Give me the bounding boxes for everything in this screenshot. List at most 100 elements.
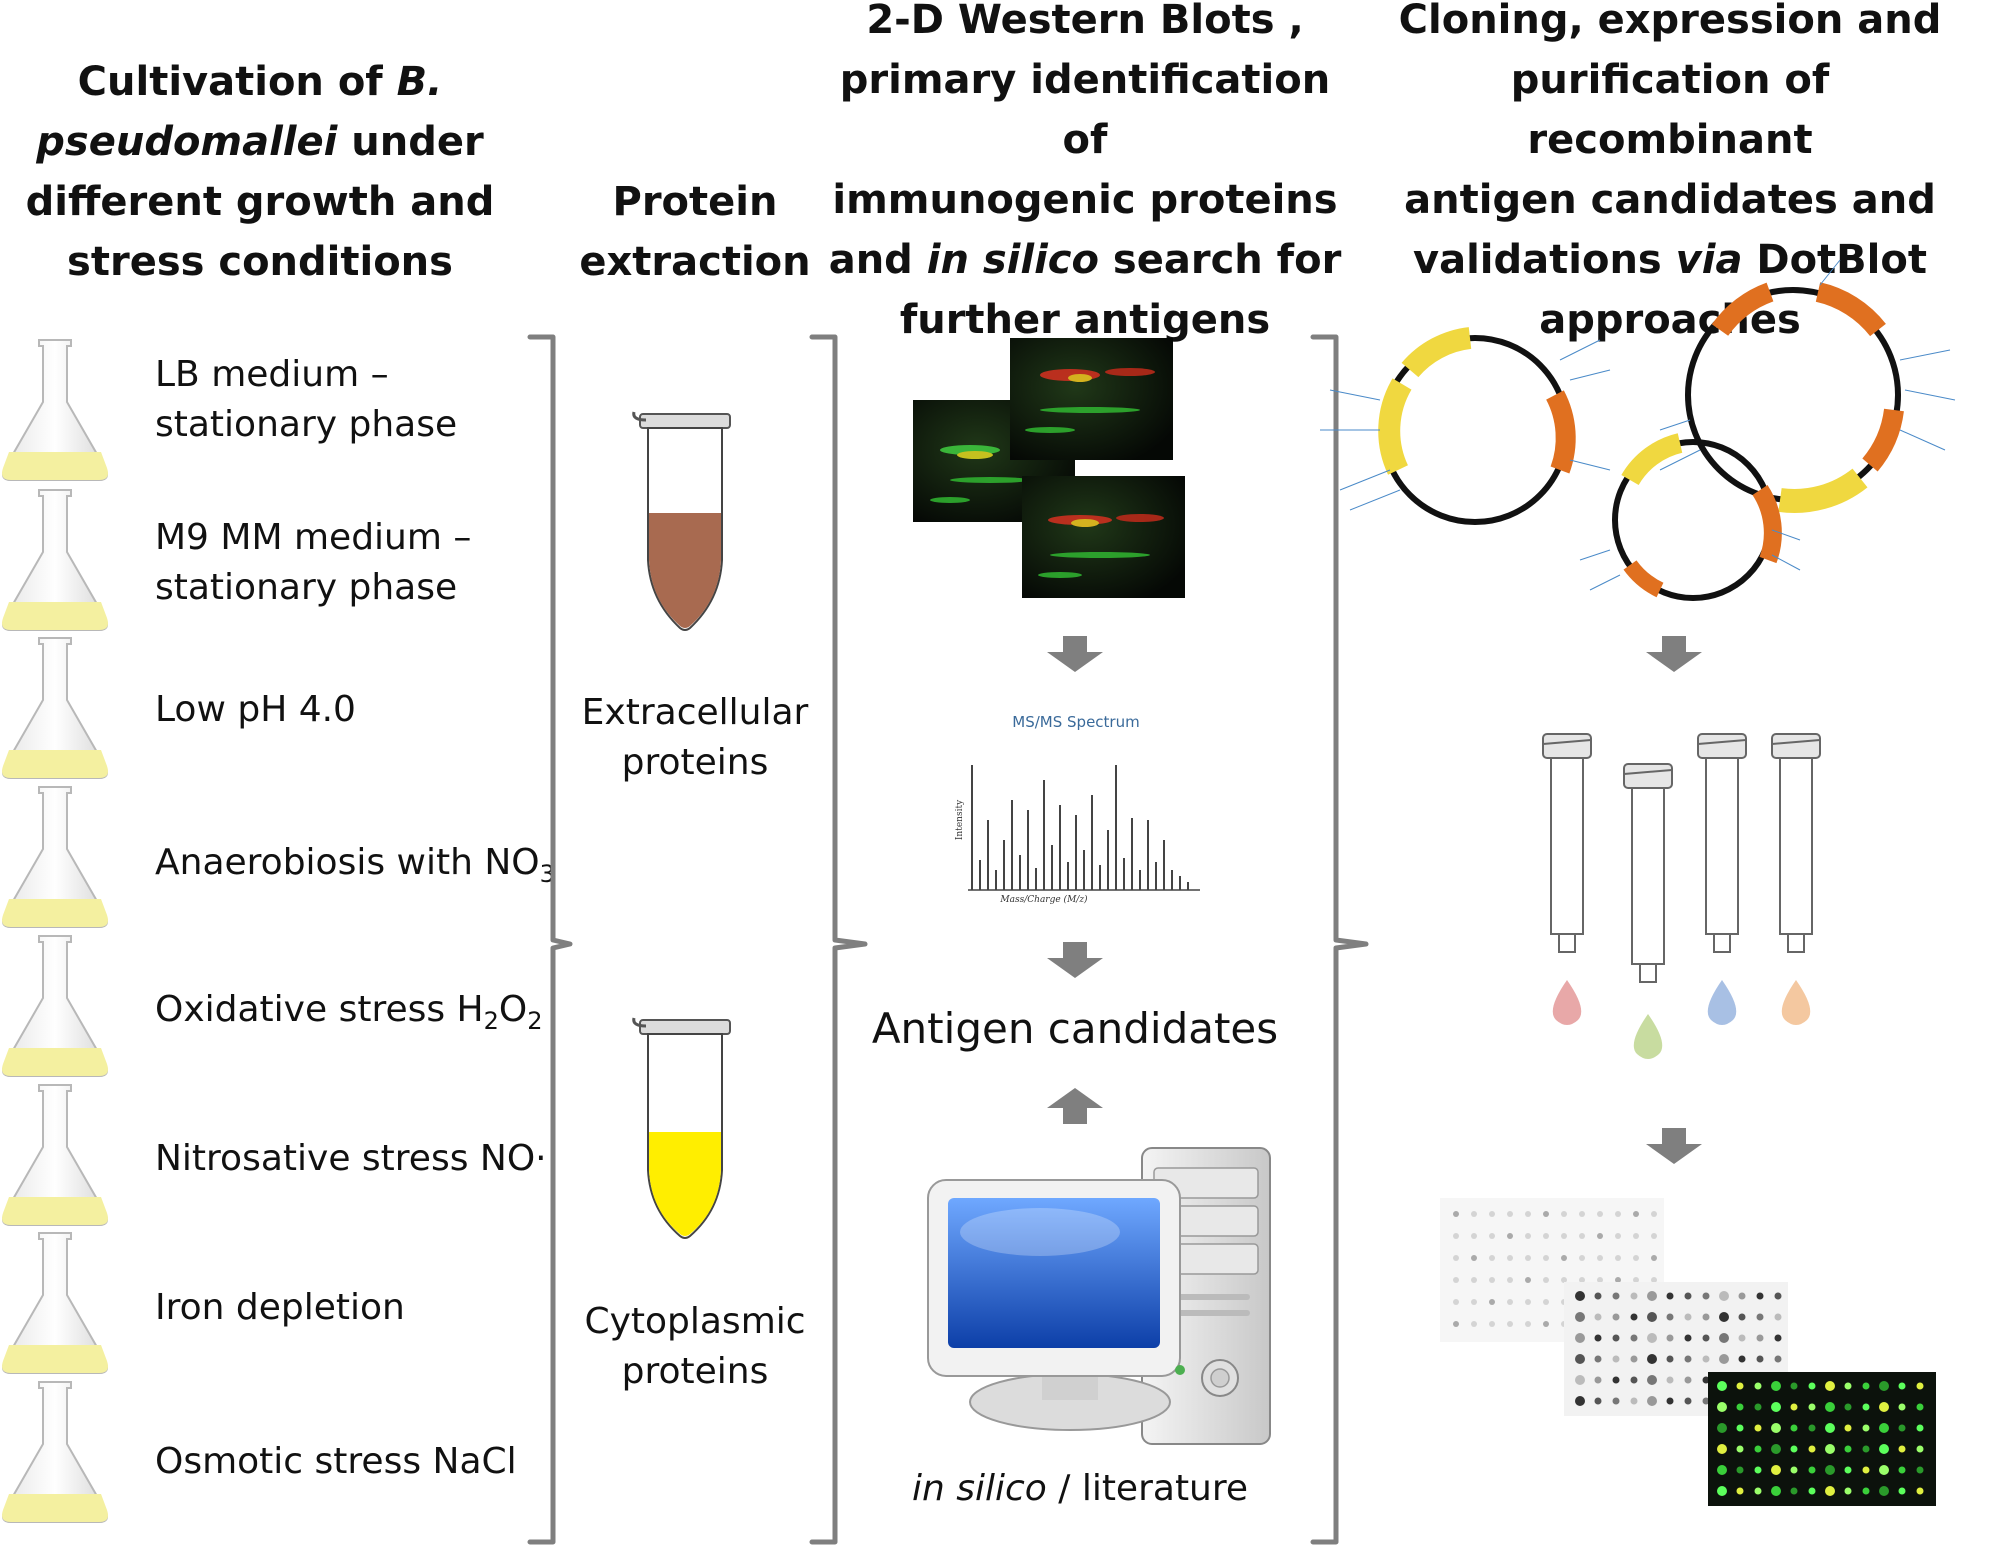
dot: [1507, 1321, 1513, 1327]
header-cloning: Cloning, expression and purification of …: [1398, 0, 1942, 343]
dot: [1597, 1233, 1603, 1239]
dot: [1754, 1424, 1762, 1432]
header-western-blots: 2-D Western Blots , primary identificati…: [828, 0, 1342, 343]
dot: [1825, 1444, 1835, 1454]
condition-osmotic-stress: Osmotic stress NaCl: [155, 1441, 517, 1482]
dot: [1756, 1313, 1764, 1321]
dot: [1651, 1211, 1657, 1217]
dot: [1825, 1381, 1835, 1391]
dot: [1756, 1355, 1764, 1363]
dot: [1879, 1381, 1889, 1391]
dot: [1717, 1423, 1727, 1433]
dot: [1489, 1233, 1495, 1239]
dot: [1575, 1396, 1585, 1406]
dot: [1651, 1233, 1657, 1239]
ms-title: MS/MS Spectrum: [1012, 713, 1139, 731]
dot: [1507, 1299, 1513, 1305]
dot: [1684, 1292, 1692, 1300]
dot: [1579, 1277, 1585, 1283]
dot: [1916, 1424, 1924, 1432]
dot: [1666, 1292, 1674, 1300]
dot: [1702, 1355, 1710, 1363]
header-protein-extraction: Protein extraction: [579, 179, 811, 285]
dot: [1879, 1465, 1889, 1475]
dot: [1808, 1424, 1816, 1432]
dot: [1717, 1402, 1727, 1412]
dot: [1666, 1313, 1674, 1321]
dot: [1808, 1466, 1816, 1474]
dot: [1825, 1402, 1835, 1412]
dot: [1594, 1292, 1602, 1300]
condition-oxidative-stress: Oxidative stress H2O2: [155, 989, 543, 1036]
ms-xlabel: Mass/Charge (M/z): [999, 894, 1088, 905]
dot: [1525, 1277, 1531, 1283]
flask-icon-4: [1, 786, 109, 928]
dot: [1597, 1255, 1603, 1261]
dot: [1612, 1355, 1620, 1363]
dot: [1771, 1402, 1781, 1412]
dot: [1612, 1292, 1620, 1300]
dot: [1879, 1444, 1889, 1454]
dot: [1630, 1334, 1638, 1342]
dot: [1612, 1397, 1620, 1405]
dot: [1633, 1233, 1639, 1239]
dot: [1862, 1424, 1870, 1432]
dot: [1754, 1445, 1762, 1453]
dot: [1825, 1423, 1835, 1433]
dot: [1597, 1211, 1603, 1217]
dot: [1507, 1211, 1513, 1217]
dot: [1684, 1313, 1692, 1321]
dot: [1790, 1487, 1798, 1495]
flask-icon-7: [1, 1232, 109, 1374]
dot: [1507, 1255, 1513, 1261]
dot: [1630, 1313, 1638, 1321]
dot: [1666, 1397, 1674, 1405]
dot: [1862, 1487, 1870, 1495]
dot: [1453, 1211, 1459, 1217]
dot: [1525, 1211, 1531, 1217]
dot: [1651, 1255, 1657, 1261]
dot: [1771, 1381, 1781, 1391]
dot: [1489, 1277, 1495, 1283]
condition-low-ph: Low pH 4.0: [155, 689, 356, 730]
dot: [1647, 1312, 1657, 1322]
dot: [1647, 1375, 1657, 1385]
dot: [1579, 1233, 1585, 1239]
dot: [1808, 1487, 1816, 1495]
dot: [1702, 1397, 1710, 1405]
arrow-down-2: [1047, 942, 1103, 978]
dot: [1561, 1255, 1567, 1261]
dot: [1471, 1299, 1477, 1305]
flask-icon-8: [1, 1381, 109, 1523]
dot: [1754, 1487, 1762, 1495]
dot: [1916, 1382, 1924, 1390]
header-cultivation: Cultivation of B. pseudomallei under dif…: [25, 59, 495, 285]
condition-nitrosative-stress: Nitrosative stress NO·: [155, 1138, 547, 1179]
dot: [1507, 1277, 1513, 1283]
dot: [1647, 1354, 1657, 1364]
dot: [1453, 1321, 1459, 1327]
dot: [1702, 1292, 1710, 1300]
dot: [1844, 1445, 1852, 1453]
dot: [1916, 1403, 1924, 1411]
dot: [1717, 1486, 1727, 1496]
dot: [1575, 1354, 1585, 1364]
dot: [1453, 1255, 1459, 1261]
dot: [1633, 1277, 1639, 1283]
flask-icon-3: [1, 637, 109, 779]
dot: [1489, 1299, 1495, 1305]
dot: [1754, 1466, 1762, 1474]
dot: [1453, 1277, 1459, 1283]
dot: [1862, 1466, 1870, 1474]
dot: [1879, 1402, 1889, 1412]
flask-icon-1: [1, 339, 109, 481]
dot: [1615, 1211, 1621, 1217]
dot: [1630, 1292, 1638, 1300]
dot: [1825, 1465, 1835, 1475]
dot: [1612, 1376, 1620, 1384]
dot: [1898, 1487, 1906, 1495]
arrow-down-4: [1646, 1128, 1702, 1164]
dot: [1575, 1333, 1585, 1343]
dot: [1615, 1255, 1621, 1261]
dot: [1862, 1382, 1870, 1390]
